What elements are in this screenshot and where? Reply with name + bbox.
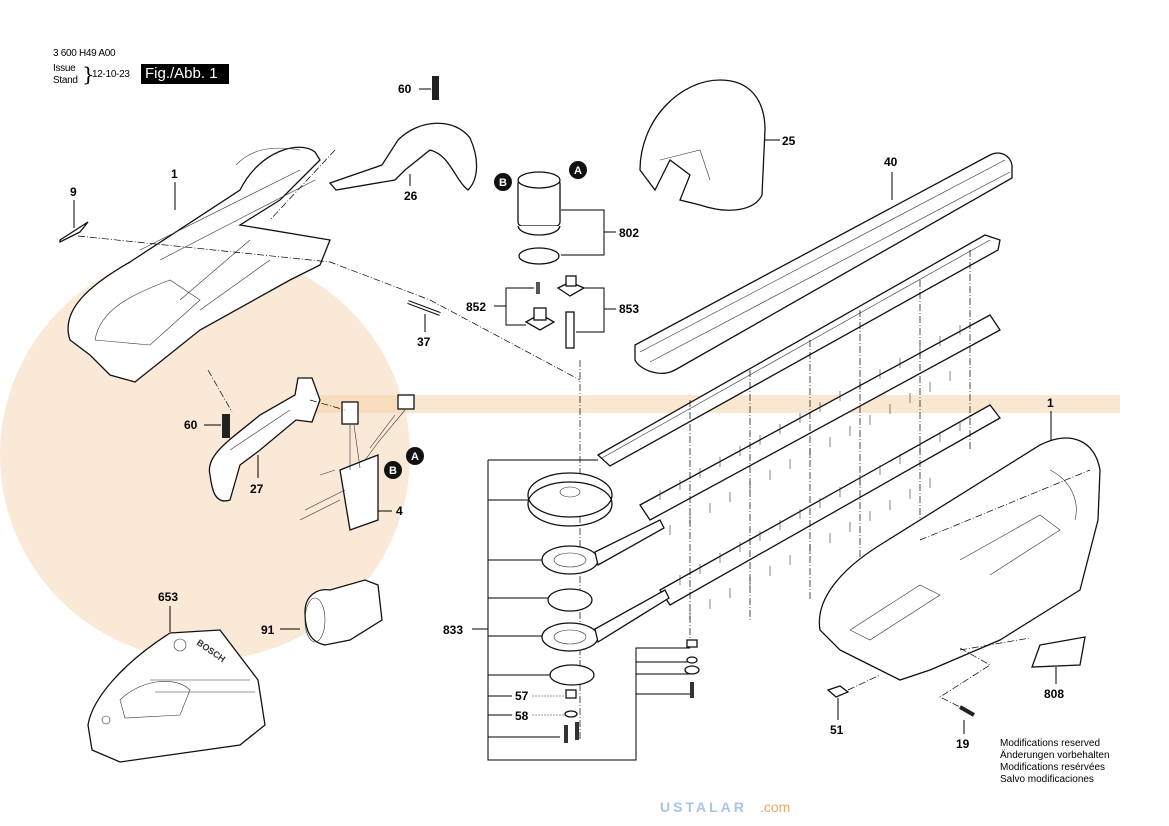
housing-half-left bbox=[67, 146, 331, 383]
eccentric-link-lower bbox=[541, 589, 670, 652]
brace-glyph: } bbox=[82, 62, 95, 86]
switch-lever-26 bbox=[328, 122, 478, 191]
callout-1-left: 1 bbox=[171, 167, 178, 181]
notice-line-en: Modifications reserved bbox=[1000, 738, 1101, 749]
watermark-suffix: .com bbox=[760, 799, 790, 815]
cutter-blade-upper bbox=[639, 314, 1001, 535]
callout-26: 26 bbox=[404, 189, 418, 203]
blade-rail-40 bbox=[634, 152, 1013, 374]
callout-91: 91 bbox=[261, 623, 275, 637]
callout-51: 51 bbox=[830, 723, 844, 737]
label-plate-9 bbox=[59, 200, 89, 244]
issue-label: Issue bbox=[53, 63, 76, 74]
issue-stand-labels: Issue Stand bbox=[53, 63, 78, 87]
gear-wheel bbox=[527, 472, 613, 527]
svg-text:B: B bbox=[389, 465, 397, 477]
callout-4: 4 bbox=[396, 504, 403, 518]
electronics-module-4 bbox=[299, 394, 415, 531]
connector-a-badge-switch: A bbox=[406, 447, 424, 465]
rating-plate-808 bbox=[1031, 636, 1086, 684]
callout-60-left: 60 bbox=[184, 418, 198, 432]
callout-808: 808 bbox=[1044, 687, 1064, 701]
stand-label: Stand bbox=[53, 75, 78, 86]
callout-9: 9 bbox=[70, 185, 77, 199]
charger-653: BOSCH bbox=[87, 606, 266, 763]
watermark-text: USTALAR bbox=[660, 799, 747, 815]
svg-text:A: A bbox=[411, 451, 419, 463]
bushing-57 bbox=[565, 689, 577, 699]
callout-58: 58 bbox=[515, 709, 529, 723]
blade-guide-bar bbox=[596, 234, 1001, 467]
svg-text:A: A bbox=[574, 165, 582, 177]
callout-802: 802 bbox=[619, 226, 639, 240]
document-code: 3 600 H49 A00 bbox=[53, 48, 116, 59]
washer-disc bbox=[547, 588, 593, 612]
callout-833: 833 bbox=[443, 623, 463, 637]
notice-line-fr: Modifications resérvées bbox=[1000, 762, 1106, 773]
battery-pack-91 bbox=[280, 579, 383, 646]
eccentric-link-upper bbox=[541, 519, 665, 575]
clip-51 bbox=[826, 685, 850, 720]
callout-57: 57 bbox=[515, 689, 529, 703]
blade-cover-25 bbox=[639, 79, 780, 211]
bearing-set-852 bbox=[494, 282, 556, 331]
connector-a-badge-motor: A bbox=[569, 161, 587, 179]
callout-37: 37 bbox=[417, 335, 431, 349]
callout-852: 852 bbox=[466, 300, 486, 314]
callout-853: 853 bbox=[619, 302, 639, 316]
spring-60-left bbox=[204, 414, 230, 438]
issue-date: 12-10-23 bbox=[92, 69, 130, 80]
motor-802 bbox=[517, 171, 616, 265]
fastener-stack bbox=[684, 639, 700, 698]
screws-pair bbox=[564, 722, 579, 743]
housing-half-right bbox=[818, 411, 1101, 681]
callout-60-top: 60 bbox=[398, 82, 412, 96]
bearing-set-853 bbox=[556, 275, 616, 349]
spring-60-top bbox=[419, 76, 439, 100]
callout-653: 653 bbox=[158, 590, 178, 604]
callout-25: 25 bbox=[782, 134, 796, 148]
screw-19 bbox=[959, 705, 975, 734]
figure-label: Fig./Abb. 1 bbox=[141, 64, 229, 84]
cam-plate bbox=[549, 664, 595, 686]
callout-40: 40 bbox=[884, 155, 898, 169]
switch-handle-27 bbox=[208, 377, 321, 502]
callout-19: 19 bbox=[956, 737, 970, 751]
svg-text:B: B bbox=[499, 177, 507, 189]
washer-58 bbox=[564, 710, 578, 718]
notice-line-es: Salvo modificaciones bbox=[1000, 774, 1094, 785]
callout-1-right: 1 bbox=[1047, 396, 1054, 410]
modifications-notice: Modifications reserved Änderungen vorbeh… bbox=[1000, 738, 1110, 786]
connector-b-badge-motor: B bbox=[494, 173, 512, 191]
notice-line-de: Änderungen vorbehalten bbox=[1000, 750, 1110, 761]
callout-27: 27 bbox=[250, 482, 264, 496]
pin-37 bbox=[407, 300, 441, 332]
connector-b-badge-switch: B bbox=[384, 461, 402, 479]
